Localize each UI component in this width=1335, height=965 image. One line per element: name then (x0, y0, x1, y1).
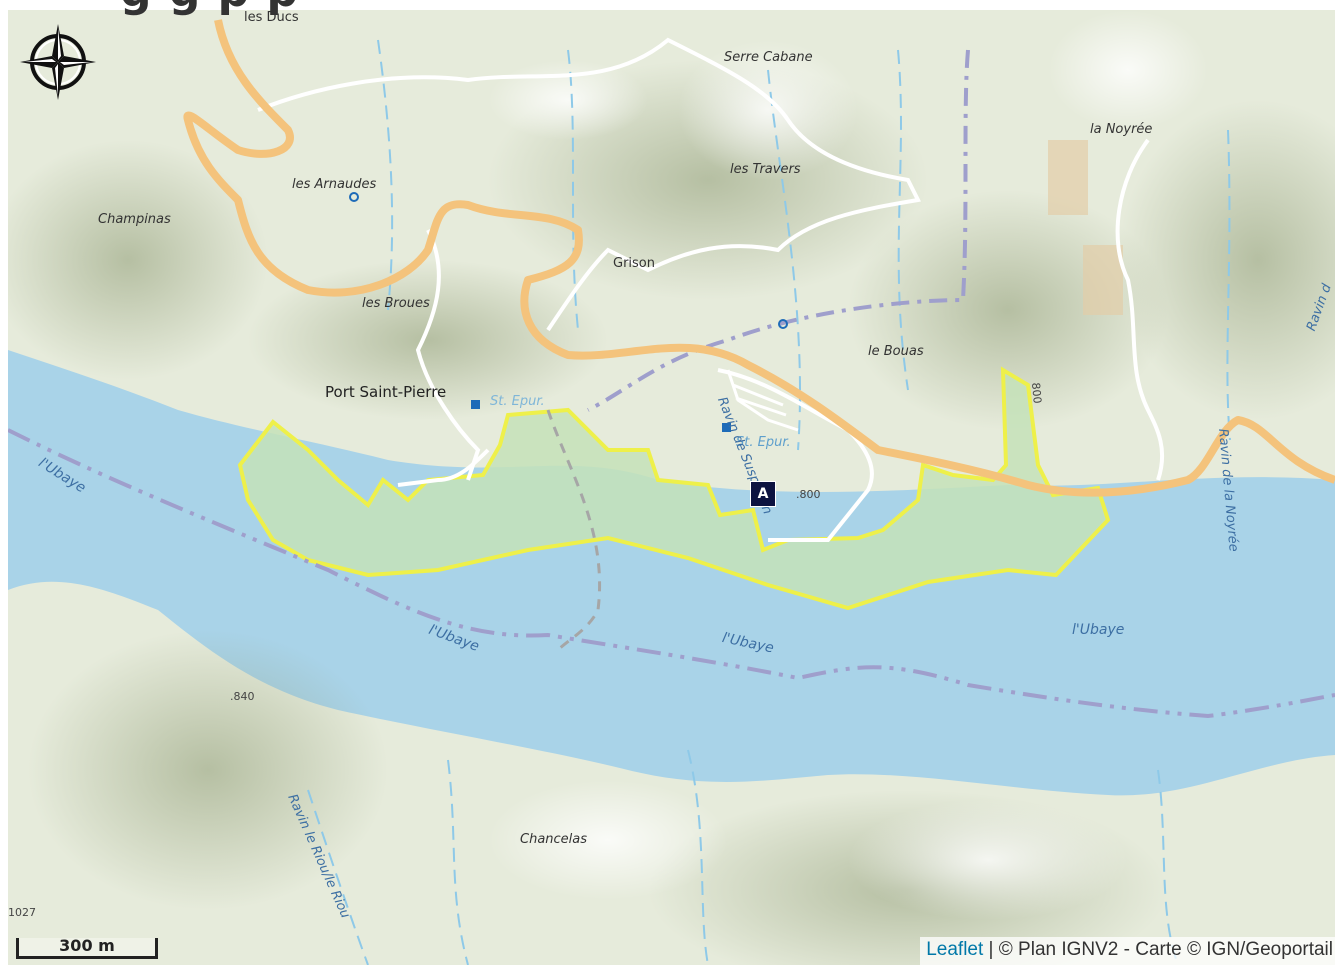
boundary-line-2 (587, 49, 970, 412)
treatment-plant-icon (722, 423, 731, 432)
compass-rose-icon[interactable] (18, 22, 98, 102)
leaflet-link[interactable]: Leaflet (926, 939, 984, 960)
page-title-partial: g g p p (120, 0, 299, 17)
treatment-plant-icon (471, 400, 480, 409)
map-tiles (8, 10, 1335, 965)
streams (307, 39, 1231, 965)
main-road (183, 19, 1335, 497)
map-attribution: Leaflet | © Plan IGNV2 - Carte © IGN/Geo… (920, 937, 1335, 965)
spring-icon (349, 192, 359, 202)
scale-bar: 300 m (16, 938, 158, 959)
parking-lines (726, 369, 799, 432)
spring-icon (778, 319, 788, 329)
track (546, 409, 601, 652)
map-view[interactable]: les Ducs Serre Cabane la Noyrée les Trav… (8, 10, 1335, 965)
map-marker-a[interactable]: A (750, 481, 776, 507)
protected-zone-polygon[interactable] (237, 366, 1111, 611)
attribution-text: | © Plan IGNV2 - Carte © IGN/Geoportail (983, 939, 1333, 960)
boundary-line (8, 428, 1335, 719)
